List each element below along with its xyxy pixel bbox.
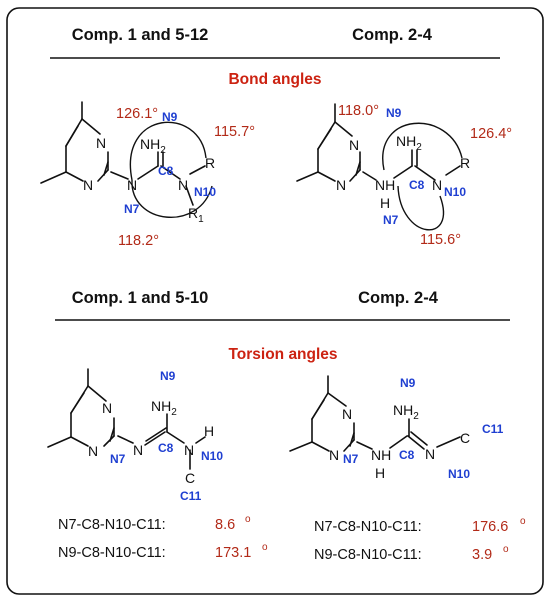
atom-nh: NH [375,177,395,193]
atom-n: N [329,447,339,463]
atom-n: N [336,177,346,193]
angle-n10-left: 115.7° [214,124,255,140]
header-comp-1-5-12: Comp. 1 and 5-12 [72,26,209,44]
atom-n: N [178,177,188,193]
atom-n: N [425,446,435,462]
label-n10: N10 [444,185,466,199]
torsion-list-right: N7-C8-N10-C11: 176.6 o N9-C8-N10-C11: 3.… [314,516,526,563]
label-n7: N7 [110,452,126,466]
angle-n7-left: 118.2° [118,233,159,249]
angle-n9-left: 126.1° [116,106,158,122]
torsion-value: 3.9 [472,547,492,563]
molecule-torsion-right: N N NH H NH2 N C N9 C8 N10 N7 C11 [289,375,504,481]
label-c8: C8 [158,164,174,178]
label-n9: N9 [162,110,178,124]
torsion-value: 176.6 [472,519,508,535]
torsion-label: N7-C8-N10-C11: [314,519,422,535]
arc-n7 [131,179,213,218]
molecule-bond-right: N N NH H NH2 N R C8 N9 N10 N7 118.0° 126… [296,103,512,248]
label-c8: C8 [158,441,174,455]
angle-n9-right: 118.0° [338,103,379,119]
header-comp-2-4-top: Comp. 2-4 [352,26,433,44]
label-n7: N7 [383,213,399,227]
degree-mark: o [245,514,251,525]
atom-n: N [184,442,194,458]
degree-mark: o [262,542,268,553]
atom-n: N [349,137,359,153]
atom-nh2: NH2 [396,133,422,153]
label-n10: N10 [201,449,223,463]
header-comp-2-4-mid: Comp. 2-4 [358,289,439,307]
atom-h: H [204,423,214,439]
atom-r1: R1 [188,205,204,225]
label-n9: N9 [160,369,176,383]
label-n7: N7 [343,452,359,466]
torsion-value: 173.1 [215,545,251,561]
label-c11: C11 [180,489,202,503]
panel-frame [6,7,544,595]
atom-c: C [460,430,470,446]
degree-mark: o [520,516,526,527]
atom-nh2: NH2 [393,402,419,422]
header-comp-1-5-10: Comp. 1 and 5-10 [72,289,209,307]
torsion-label: N7-C8-N10-C11: [58,517,166,533]
torsion-label: N9-C8-N10-C11: [314,547,422,563]
atom-h: H [375,465,385,481]
atom-n: N [342,406,352,422]
atom-n: N [133,442,143,458]
section-torsion-angles: Torsion angles [228,346,337,363]
degree-mark: o [503,544,509,555]
atom-nh2: NH2 [140,136,166,156]
label-n7: N7 [124,202,140,216]
label-c8: C8 [409,178,425,192]
label-n10: N10 [448,467,470,481]
atom-r: R [205,155,215,171]
label-n10: N10 [194,185,216,199]
atom-n: N [432,177,442,193]
molecule-bond-left: N N N NH2 N R R1 C8 N9 N10 N7 126.1° 115… [40,101,255,249]
label-n9: N9 [400,376,416,390]
atom-n: N [96,135,106,151]
arc-n9 [382,122,463,171]
atom-c: C [185,470,195,486]
arc-n9 [129,121,207,181]
label-c11: C11 [482,422,504,436]
atom-n: N [102,400,112,416]
torsion-label: N9-C8-N10-C11: [58,545,166,561]
angle-n7-right: 115.6° [420,232,461,248]
atom-nh: NH [371,447,391,463]
atom-nh2: NH2 [151,398,177,418]
molecule-torsion-left: N N N NH2 N H C N9 C8 N10 N7 C11 [47,368,223,503]
atom-n: N [88,443,98,459]
label-c8: C8 [399,448,415,462]
angle-n10-right: 126.4° [470,126,512,142]
atom-r: R [460,155,470,171]
torsion-list-left: N7-C8-N10-C11: 8.6 o N9-C8-N10-C11: 173.… [58,514,268,561]
torsion-value: 8.6 [215,517,235,533]
atom-n: N [83,177,93,193]
section-bond-angles: Bond angles [228,71,321,88]
atom-h: H [380,195,390,211]
arc-n7 [397,185,445,231]
label-n9: N9 [386,106,402,120]
